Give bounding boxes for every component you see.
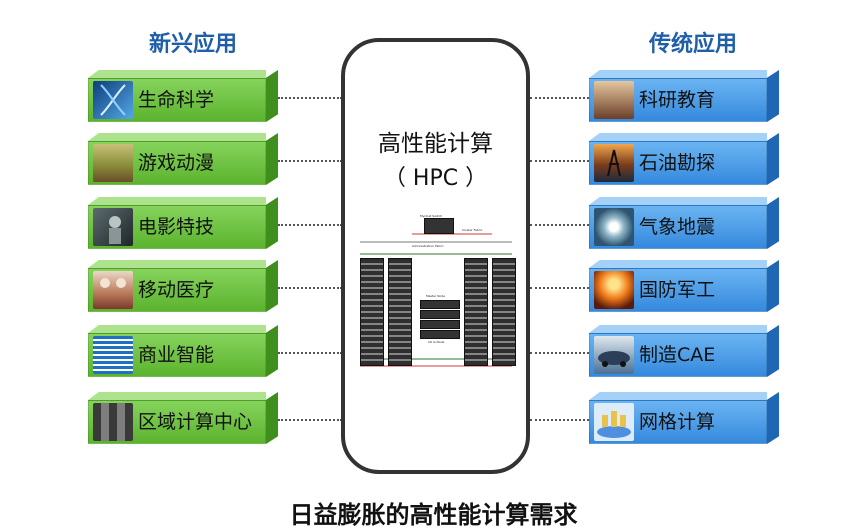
right-item-oil-exploration: 石油勘探 [589, 133, 779, 185]
left-item-games-animation: 游戏动漫 [88, 133, 278, 185]
cluster-label: Administration Fabric [412, 244, 444, 248]
page-caption: 日益膨胀的高性能计算需求 [289, 500, 578, 529]
connector-line [530, 97, 589, 99]
left-item-business-intelligence: 商业智能 [88, 325, 278, 377]
research-icon [594, 81, 634, 119]
oil-rig-icon [594, 144, 634, 182]
right-item-research-education: 科研教育 [589, 70, 779, 122]
switch-icon [424, 218, 454, 234]
hpc-cluster-diagram: Myrinet Switch Cluster Fabric Administra… [352, 214, 522, 382]
server-rack-icon [464, 258, 488, 366]
car-icon [594, 336, 634, 374]
cluster-label: Master Node [426, 294, 446, 298]
server-rack-icon [360, 258, 384, 366]
right-item-defense-industry: 国防军工 [589, 260, 779, 312]
film-icon [93, 208, 133, 246]
right-item-label: 科研教育 [639, 89, 716, 111]
right-item-label: 网格计算 [639, 411, 716, 433]
server-unit-icon [420, 310, 460, 319]
connector-line [278, 287, 342, 289]
server-rack-icon [388, 258, 412, 366]
left-item-life-science: 生命科学 [88, 70, 278, 122]
right-item-manufacturing-cae: 制造CAE [589, 325, 779, 377]
connector-line [530, 352, 589, 354]
medical-icon [93, 271, 133, 309]
cluster-label: I/O & Node [428, 340, 445, 344]
right-item-label: 石油勘探 [639, 152, 716, 174]
left-item-label: 区域计算中心 [138, 411, 253, 433]
connector-line [278, 352, 342, 354]
connector-line [530, 419, 589, 421]
hpc-panel [341, 38, 530, 474]
connector-line [278, 160, 342, 162]
left-item-label: 移动医疗 [138, 279, 215, 301]
ibm-logo-icon [93, 336, 133, 374]
hpc-subtitle: （ HPC ） [383, 166, 488, 191]
right-item-label: 国防军工 [639, 279, 716, 301]
server-rack-icon [492, 258, 516, 366]
left-column-title: 新兴应用 [148, 32, 237, 57]
right-column-title: 传统应用 [648, 32, 737, 57]
cluster-label: Cluster Fabric [462, 228, 483, 232]
left-item-film-effects: 电影特技 [88, 197, 278, 249]
connector-line [278, 419, 342, 421]
connector-line [530, 160, 589, 162]
left-item-mobile-medical: 移动医疗 [88, 260, 278, 312]
right-item-label: 气象地震 [639, 216, 716, 238]
connector-line [278, 97, 342, 99]
server-unit-icon [420, 330, 460, 339]
left-item-regional-computing-center: 区域计算中心 [88, 392, 278, 444]
left-item-label: 电影特技 [138, 216, 215, 238]
server-unit-icon [420, 300, 460, 309]
landscape-icon [93, 144, 133, 182]
datacenter-icon [93, 403, 133, 441]
weather-icon [594, 208, 634, 246]
right-item-label: 制造CAE [639, 344, 716, 366]
connector-line [530, 287, 589, 289]
right-item-weather-seismic: 气象地震 [589, 197, 779, 249]
hpc-title: 高性能计算 [378, 131, 493, 157]
server-unit-icon [420, 320, 460, 329]
explosion-icon [594, 271, 634, 309]
left-item-label: 商业智能 [138, 344, 215, 366]
connector-line [278, 224, 342, 226]
left-item-label: 游戏动漫 [138, 152, 215, 174]
grid-icon [594, 403, 634, 441]
right-item-grid-computing: 网格计算 [589, 392, 779, 444]
cluster-label: Myrinet Switch [420, 214, 443, 218]
dna-icon [93, 81, 133, 119]
connector-line [530, 224, 589, 226]
left-item-label: 生命科学 [138, 89, 215, 111]
